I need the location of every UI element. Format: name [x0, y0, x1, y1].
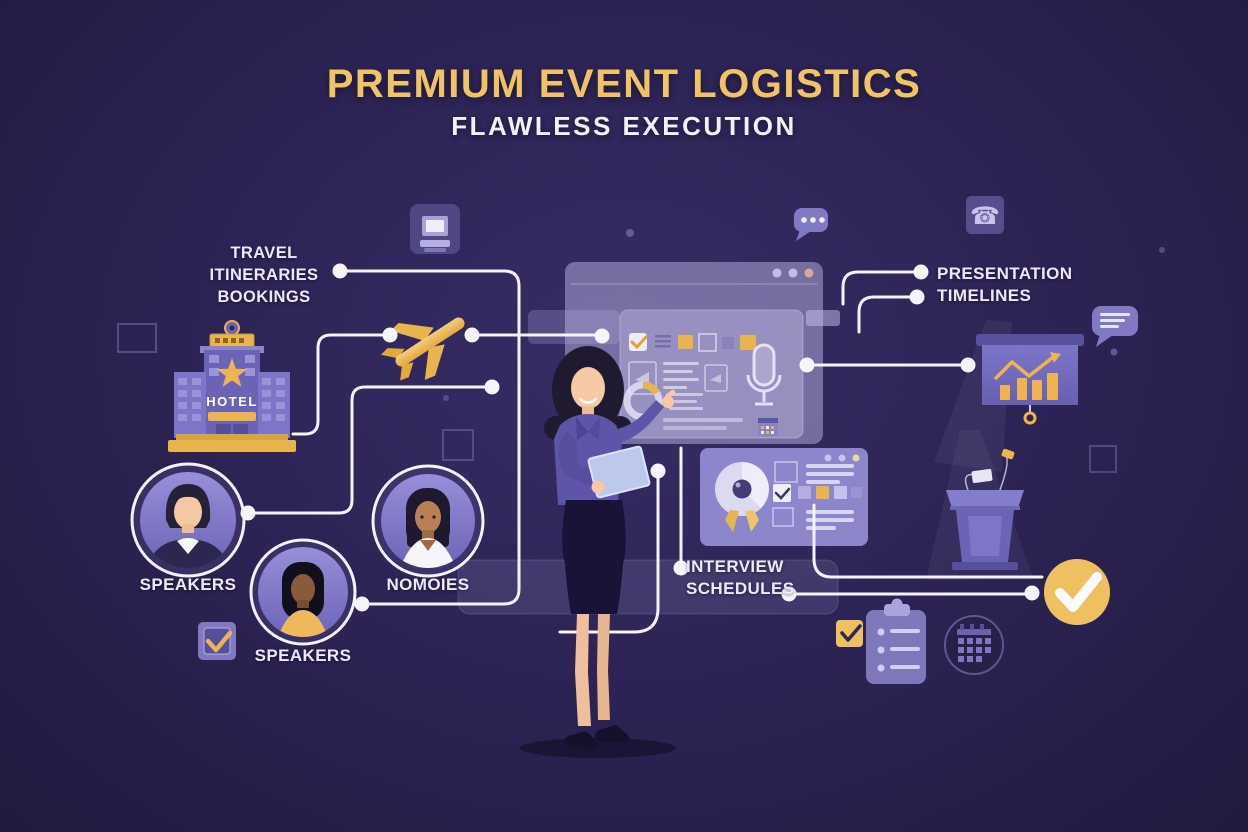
window-dot	[788, 268, 798, 278]
interview-schedules-label: INTERVIEW SCHEDULES	[686, 556, 866, 601]
gold-checkbox-icon	[836, 620, 863, 647]
mini-calendar-icon	[758, 418, 778, 436]
presentation-label-line2: TIMELINES	[937, 286, 1032, 306]
connector-presentation-path-2	[857, 295, 919, 334]
connector-dots	[240, 263, 1040, 612]
mic-head	[971, 468, 993, 484]
figure-leg	[597, 614, 610, 720]
avatar-speaker-female	[249, 538, 357, 646]
clipboard-icon	[866, 598, 926, 684]
window-dot	[804, 268, 814, 278]
text-lines	[663, 362, 699, 389]
nominees-label: NOMOIES	[386, 575, 470, 594]
avatar-nominee-female	[371, 464, 485, 578]
gold-tile	[678, 335, 693, 349]
presentation-timelines-label: PRESENTATION TIMELINES	[937, 263, 1137, 308]
connector-presentation-path-1	[841, 270, 923, 306]
avatar-speaker-male	[130, 462, 246, 578]
title-block: PREMIUM EVENT LOGISTICS FLAWLESS EXECUTI…	[0, 62, 1248, 142]
image-placeholder	[704, 364, 728, 392]
connector-award-path	[812, 503, 1044, 579]
figure-shadow	[520, 738, 676, 758]
hotel-star	[216, 358, 248, 387]
speakers-bottom-label: SPEAKERS	[254, 646, 352, 665]
outline-tile	[698, 333, 717, 352]
figure-arm-tablet	[558, 432, 598, 487]
page-title: PREMIUM EVENT LOGISTICS	[326, 62, 922, 106]
chat-dots-icon	[794, 208, 828, 241]
svg-text:☎: ☎	[970, 202, 1000, 230]
hotel-windows	[178, 355, 285, 421]
gold-tile	[740, 335, 756, 350]
printer-icon	[410, 204, 460, 254]
hotel-sign-label: HOTEL	[206, 394, 258, 409]
checked-box-icon	[773, 484, 791, 502]
podium-icon	[946, 448, 1024, 570]
interview-label-line2: SCHEDULES	[686, 579, 795, 599]
window-dot	[772, 268, 782, 278]
figure-smile	[578, 397, 598, 404]
window-tab	[806, 310, 840, 326]
list-lines-icon	[655, 335, 671, 348]
checkbox-gold-check-icon	[629, 333, 648, 351]
text-lines	[663, 393, 743, 430]
airplane-icon	[381, 317, 465, 381]
travel-label-line3: BOOKINGS	[217, 287, 311, 306]
award-disc-icon	[715, 462, 769, 532]
figure-leg	[575, 614, 591, 726]
background-window	[457, 559, 839, 615]
bar-chart-board-icon	[976, 334, 1084, 425]
grey-tile	[722, 337, 734, 349]
presentation-label-line1: PRESENTATION	[937, 264, 1073, 283]
award-window	[700, 448, 868, 546]
travel-label-line1: TRAVEL	[230, 244, 298, 262]
connector-hotel-path	[291, 333, 385, 436]
chat-lines-icon	[1092, 306, 1138, 347]
travel-itineraries-label: TRAVEL ITINERARIES BOOKINGS	[196, 243, 332, 308]
phone-icon: ☎	[966, 196, 1004, 234]
figure-skirt	[562, 500, 626, 614]
decor-shapes	[117, 229, 1165, 473]
hotel-icon: HOTEL	[168, 320, 296, 452]
page-subtitle: FLAWLESS EXECUTION	[451, 111, 797, 141]
text-lines	[806, 464, 854, 484]
figure-heel	[594, 725, 630, 743]
figure-heel	[563, 731, 599, 749]
gold-check-circle-icon	[1044, 559, 1110, 625]
travel-label-line2: ITINERARIES	[209, 265, 319, 284]
connector-travel-path	[338, 269, 521, 606]
connector-interview-path-1	[558, 469, 660, 634]
mic-head-gold	[1001, 448, 1015, 460]
interview-label-line1: INTERVIEW	[686, 557, 784, 576]
mic-icon	[746, 343, 782, 406]
connector-speaker-path	[248, 385, 487, 515]
calendar-icon	[944, 615, 1004, 675]
figure-arm-pointing	[612, 400, 664, 444]
speakers-top-label: SPEAKERS	[139, 575, 237, 594]
checkbox-check-icon	[198, 622, 236, 660]
image-placeholder	[628, 361, 657, 395]
